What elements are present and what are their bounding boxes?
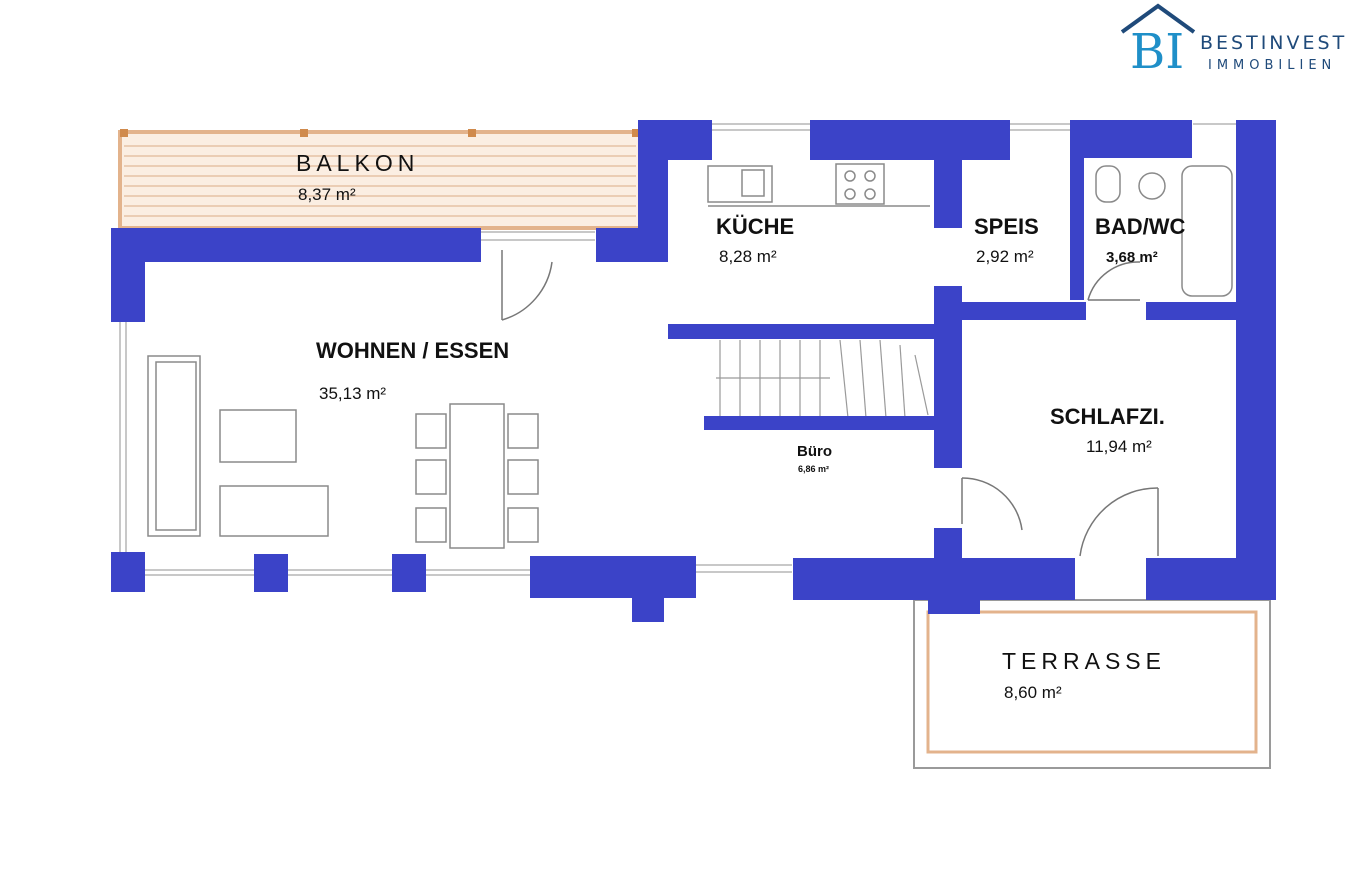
balcony-label: BALKON [296,150,419,176]
pantry-area: 2,92 m² [976,247,1034,266]
bathroom-label: BAD/WC [1095,214,1186,239]
walls [111,120,1276,622]
living-dining-area: 35,13 m² [319,384,386,403]
house-monogram-icon: BI [1120,3,1196,80]
terrace-outline [913,599,1271,769]
logo-line1: BESTINVEST [1200,32,1348,54]
kitchen-area: 8,28 m² [719,247,777,266]
furniture [147,163,1233,549]
kitchen-label: KÜCHE [716,214,794,239]
logo-monogram: BI [1130,24,1184,76]
bestinvest-logo: BI BESTINVEST IMMOBILIEN [1118,2,1366,102]
living-dining-label: WOHNEN / ESSEN [316,338,509,363]
pantry-label: SPEIS [974,214,1039,239]
terrace-label: TERRASSE [1002,648,1166,674]
office-label: Büro [797,443,832,460]
terrace-area: 8,60 m² [1004,683,1062,702]
door-swings [501,250,1159,557]
bathroom-area: 3,68 m² [1106,249,1158,266]
logo-line2: IMMOBILIEN [1208,58,1337,73]
bedroom-area: 11,94 m² [1086,437,1152,456]
balcony-deck [118,129,642,230]
bedroom-label: SCHLAFZI. [1050,404,1165,429]
office-area: 6,86 m² [798,464,829,474]
staircase [716,339,929,419]
balcony-area: 8,37 m² [298,185,356,204]
window-lines [119,123,1236,576]
